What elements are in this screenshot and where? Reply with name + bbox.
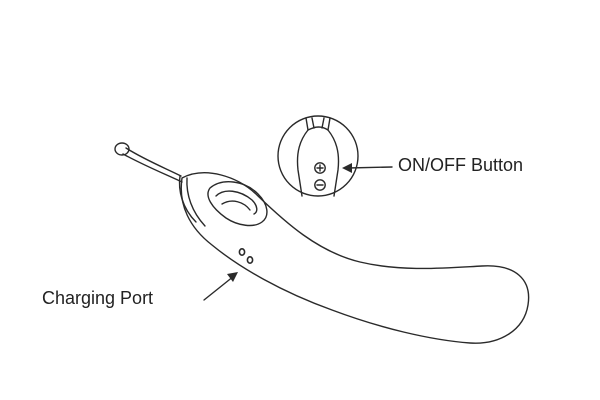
control-panel-outline [207,181,268,227]
charging-callout-line [203,275,235,301]
on-off-callout-line [347,166,393,169]
device-tip-ball [114,142,130,156]
device-stem-lower [122,153,183,183]
plus-button-icon[interactable] [314,162,326,174]
device-body-outline [180,172,530,344]
device-head-seam [186,177,206,227]
on-off-arrowhead [342,163,352,173]
device-head-collar [178,175,197,223]
charging-arrowhead [227,272,238,282]
device-stem [125,147,182,177]
on-off-button-label: ON/OFF Button [398,155,524,175]
charging-contacts-icon [238,248,254,264]
control-panel-inner [215,190,258,215]
control-panel-groove [221,200,251,211]
magnified-inset [277,115,359,197]
minus-button-icon[interactable] [314,179,326,191]
charging-port-label: Charging Port [42,288,154,308]
